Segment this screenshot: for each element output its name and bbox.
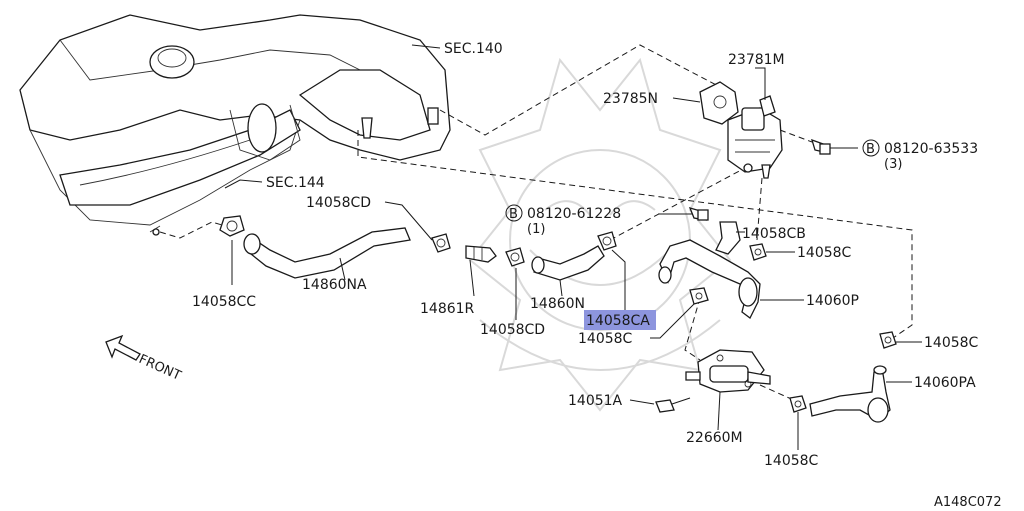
label-14058CD-b[interactable]: 14058CD <box>480 322 545 338</box>
leader-lines <box>224 44 922 450</box>
clip-14058CD-b-drawing <box>505 247 525 267</box>
label-14860N[interactable]: 14860N <box>530 296 585 312</box>
label-08120-63533-qty: (3) <box>884 157 902 172</box>
clip-14058CA-drawing <box>597 231 617 251</box>
clip-14058C-b-drawing <box>689 287 709 305</box>
bolt-mid-drawing <box>688 207 709 221</box>
hose-14060P-drawing <box>658 239 761 319</box>
front-arrow-icon <box>105 334 141 361</box>
clip-14058C-c-drawing <box>879 331 897 349</box>
bolt-top-label[interactable]: B 08120-63533 (3) <box>862 139 978 172</box>
highlight-box <box>584 310 656 330</box>
part-labels: SEC.140 SEC.144 23781M 23785N B 08120-63… <box>136 41 1001 510</box>
clip-14058C-d-drawing <box>789 395 807 413</box>
label-08120-61228: 08120-61228 <box>527 206 621 222</box>
hose-14060PA-drawing <box>809 365 891 423</box>
label-14058CD-a[interactable]: 14058CD <box>306 195 371 211</box>
label-14058C-b[interactable]: 14058C <box>578 331 633 347</box>
valve-23781M-drawing <box>699 81 783 179</box>
clip-14058C-a-drawing <box>749 243 767 261</box>
bolt-top-circle-letter: B <box>866 142 875 157</box>
bracket-14058CB-drawing <box>715 221 741 255</box>
label-14058C-a[interactable]: 14058C <box>797 245 852 261</box>
bolt-top-drawing <box>811 138 831 155</box>
label-sec144[interactable]: SEC.144 <box>266 175 325 191</box>
connector-14861R-drawing <box>465 245 497 263</box>
clip-14058CD-a-drawing <box>431 233 451 253</box>
label-14058CA[interactable]: 14058CA <box>586 313 650 329</box>
label-front: FRONT <box>136 352 183 384</box>
label-08120-61228-qty: (1) <box>527 222 545 237</box>
label-14058C-c[interactable]: 14058C <box>924 335 979 351</box>
label-14860NA[interactable]: 14860NA <box>302 277 367 293</box>
bolt-14051A-drawing <box>655 397 691 413</box>
bolt-mid-circle-letter: B <box>509 207 518 222</box>
label-14058CC[interactable]: 14058CC <box>192 294 256 310</box>
diagram-code: A148C072 <box>934 495 1002 510</box>
label-08120-63533: 08120-63533 <box>884 141 978 157</box>
label-23781M[interactable]: 23781M <box>728 52 785 68</box>
valve-22660M-drawing <box>685 349 771 393</box>
label-14051A[interactable]: 14051A <box>568 393 623 409</box>
label-14058CB[interactable]: 14058CB <box>742 226 806 242</box>
label-14861R[interactable]: 14861R <box>420 301 475 317</box>
label-14058C-d[interactable]: 14058C <box>764 453 819 469</box>
label-14060P[interactable]: 14060P <box>806 293 859 309</box>
label-sec140[interactable]: SEC.140 <box>444 41 503 57</box>
label-14060PA[interactable]: 14060PA <box>914 375 976 391</box>
engine-assembly-drawing <box>19 14 451 236</box>
label-22660M[interactable]: 22660M <box>686 430 743 446</box>
label-23785N[interactable]: 23785N <box>603 91 658 107</box>
clip-14058CC-drawing <box>219 215 245 237</box>
hose-14860N-drawing <box>531 245 605 281</box>
hose-14860NA-drawing <box>243 227 411 279</box>
bolt-mid-label[interactable]: B 08120-61228 (1) <box>505 204 621 237</box>
